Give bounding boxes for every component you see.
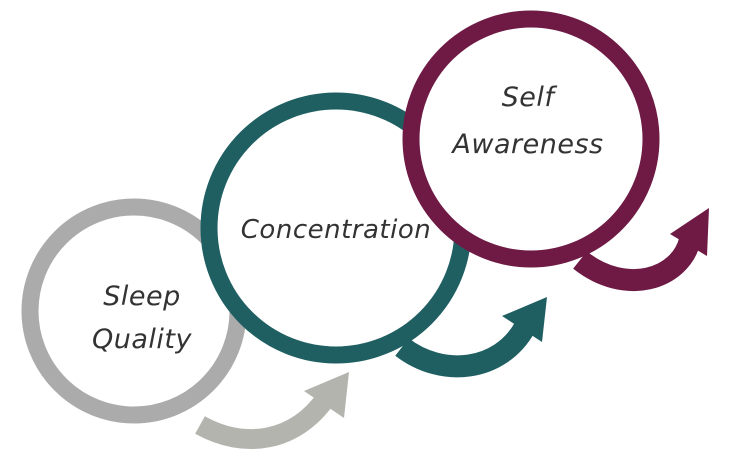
arrow-concentration-tail: [395, 321, 535, 378]
circle-self-awareness: [402, 10, 660, 268]
arrow-sleep-head: [304, 372, 349, 418]
label-sleep: Sleep: [103, 281, 181, 312]
label-quality: Quality: [92, 324, 192, 355]
arrow-self-tail: [573, 236, 701, 292]
stage-self-awareness: Self Awareness: [402, 10, 709, 292]
stage-concentration: Concentration: [200, 92, 547, 378]
label-awareness: Awareness: [450, 129, 603, 160]
arrow-self-head: [670, 208, 709, 256]
arrow-sleep-tail: [195, 391, 335, 450]
label-self: Self: [502, 82, 558, 113]
label-concentration: Concentration: [241, 215, 431, 245]
arrow-concentration-head: [502, 297, 547, 342]
